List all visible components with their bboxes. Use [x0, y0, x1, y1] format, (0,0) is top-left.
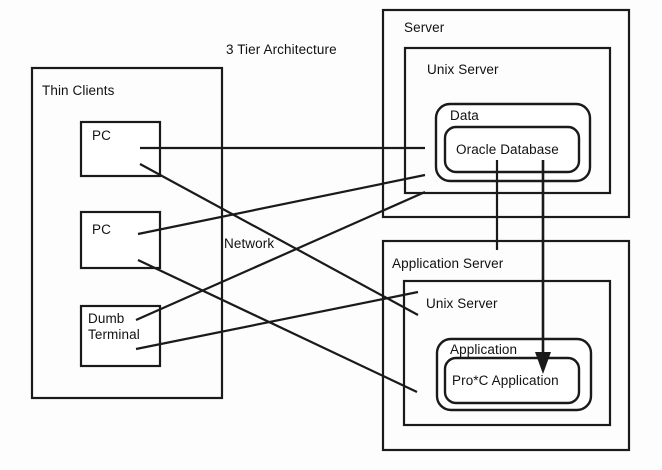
diagram-title: 3 Tier Architecture [226, 42, 337, 57]
link-pc2-to-app-server [137, 259, 418, 393]
server-group-box [381, 8, 631, 219]
application-server-group-box [381, 239, 631, 452]
server-group-label: Server [404, 20, 445, 35]
link-pc2-to-server [137, 173, 426, 236]
thin-clients-group-label: Thin Clients [42, 83, 115, 98]
link-dumb-terminal-to-server [135, 190, 426, 322]
pro-c-application-box[interactable] [443, 356, 581, 405]
pro-c-application-label: Pro*C Application [452, 373, 559, 388]
oracle-database-box[interactable] [443, 125, 581, 174]
arrowhead-icon [535, 352, 551, 374]
link-pc1-to-app-server [139, 163, 419, 316]
application-server-unix-host-label: Unix Server [426, 296, 498, 311]
application-server-group-label: Application Server [392, 256, 504, 271]
application-container-label: Application [450, 342, 518, 357]
network-label: Network [224, 236, 275, 251]
server-unix-host-label: Unix Server [427, 62, 499, 77]
application-server-unix-host-box [402, 279, 612, 427]
oracle-database-label: Oracle Database [456, 142, 559, 157]
pc-1-label: PC [92, 128, 111, 143]
pc-2-label: PC [92, 222, 111, 237]
dumb-terminal-label: Dumb Terminal [88, 311, 140, 342]
pc-2-box[interactable] [79, 210, 162, 270]
thin-clients-group-box [30, 66, 224, 400]
server-unix-host-box [403, 46, 612, 195]
link-dumb-terminal-to-app-server [135, 290, 419, 351]
data-container-label: Data [450, 108, 479, 123]
arrow-oracle-to-proc [535, 160, 551, 374]
